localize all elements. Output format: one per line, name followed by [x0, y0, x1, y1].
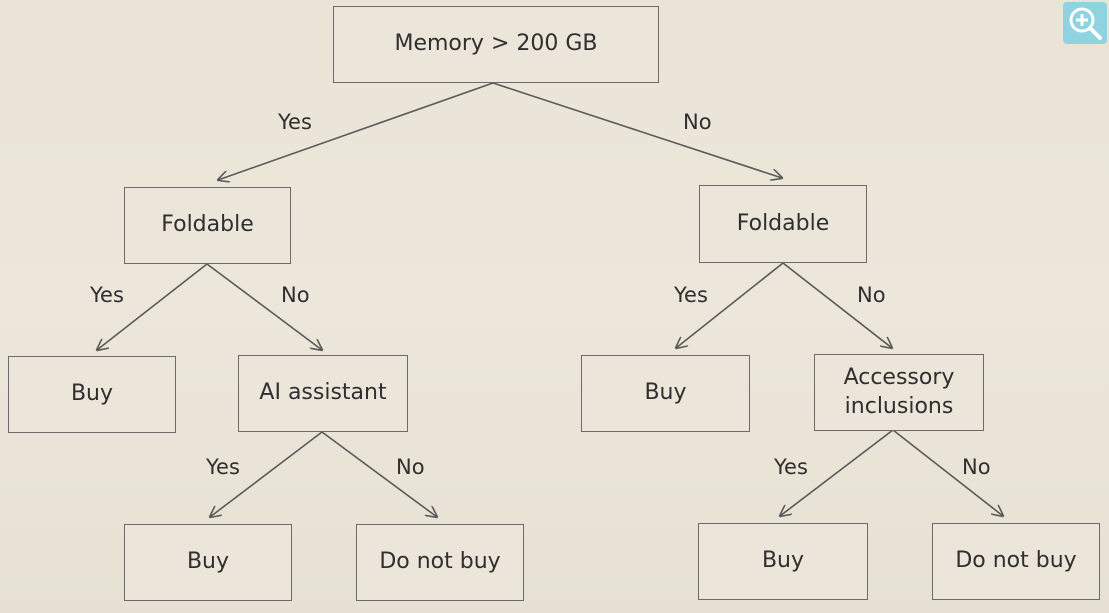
edge-label-root-yes: Yes	[278, 110, 312, 134]
edge-label-acc-yes: Yes	[774, 455, 808, 479]
edge-label-lf-yes: Yes	[90, 283, 124, 307]
edge-label-acc-no: No	[962, 455, 991, 479]
right-buy-node: Buy	[581, 355, 750, 432]
edge-root-no	[492, 82, 782, 178]
edge-ai-yes	[210, 431, 323, 517]
edge-label-lf-no: No	[281, 283, 310, 307]
edge-ai-no	[321, 431, 437, 517]
ai-no-do-not-buy-node: Do not buy	[356, 524, 524, 601]
edge-lf-yes	[97, 263, 208, 350]
edge-label-rf-no: No	[857, 283, 886, 307]
zoom-in-icon	[1069, 7, 1102, 40]
edge-label-ai-yes: Yes	[206, 455, 240, 479]
left-buy-node: Buy	[8, 356, 176, 433]
acc-yes-buy-node: Buy	[698, 523, 868, 600]
zoom-button[interactable]	[1063, 2, 1107, 44]
edge-rf-yes	[676, 262, 784, 348]
edge-label-root-no: No	[683, 110, 712, 134]
ai-yes-buy-node: Buy	[124, 524, 292, 601]
edge-rf-no	[782, 262, 892, 348]
accessory-inclusions-node: Accessory inclusions	[814, 354, 984, 431]
edge-acc-no	[892, 429, 1003, 516]
root-node: Memory > 200 GB	[333, 6, 659, 83]
edge-acc-yes	[780, 429, 894, 516]
acc-no-do-not-buy-node: Do not buy	[932, 523, 1100, 600]
left-foldable-node: Foldable	[124, 187, 291, 264]
ai-assistant-node: AI assistant	[238, 355, 408, 432]
right-foldable-node: Foldable	[699, 185, 867, 263]
edge-root-yes	[218, 82, 494, 180]
edge-label-rf-yes: Yes	[674, 283, 708, 307]
edge-label-ai-no: No	[396, 455, 425, 479]
edge-lf-no	[206, 263, 322, 350]
